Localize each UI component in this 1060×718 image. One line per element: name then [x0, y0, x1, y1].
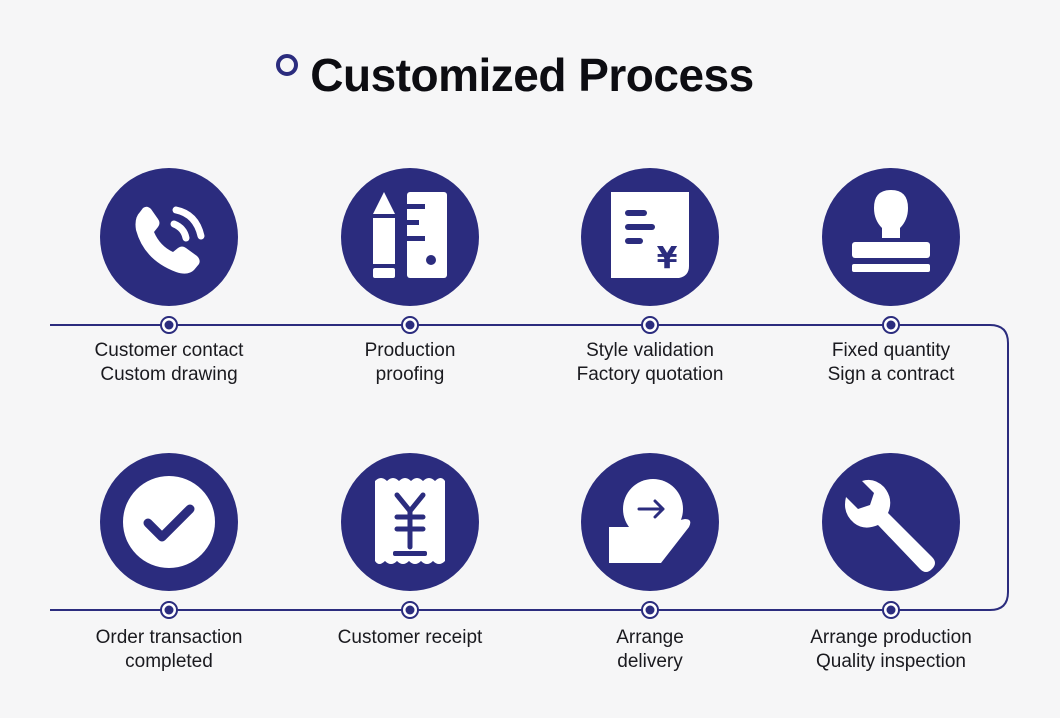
- step-label-style-validation: Style validation Factory quotation: [576, 340, 724, 385]
- step-label-customer-receipt: Customer receipt: [337, 627, 483, 648]
- step-label-order-completed: Order transaction completed: [95, 627, 243, 672]
- step-label-arrange-production: Arrange production Quality inspection: [810, 627, 972, 672]
- checkmark-icon: [100, 453, 238, 591]
- step-label-production-proofing: Production proofing: [364, 340, 456, 385]
- phone-call-icon: [100, 168, 238, 306]
- receipt-icon: [341, 453, 479, 591]
- step-label-arrange-delivery: Arrange delivery: [616, 627, 684, 672]
- delivery-icon: [581, 453, 719, 591]
- pencil-ruler-icon: [341, 168, 479, 306]
- wrench-icon: [822, 453, 960, 591]
- step-label-customer-contact: Customer contact Custom drawing: [94, 340, 244, 385]
- title-ring-icon: [276, 54, 299, 76]
- stamp-icon: [822, 168, 960, 306]
- quotation-document-icon: ¥: [581, 168, 719, 306]
- step-label-fixed-quantity: Fixed quantity Sign a contract: [827, 340, 955, 385]
- page-title: Customized Process: [276, 48, 754, 102]
- svg-text:¥: ¥: [657, 241, 678, 276]
